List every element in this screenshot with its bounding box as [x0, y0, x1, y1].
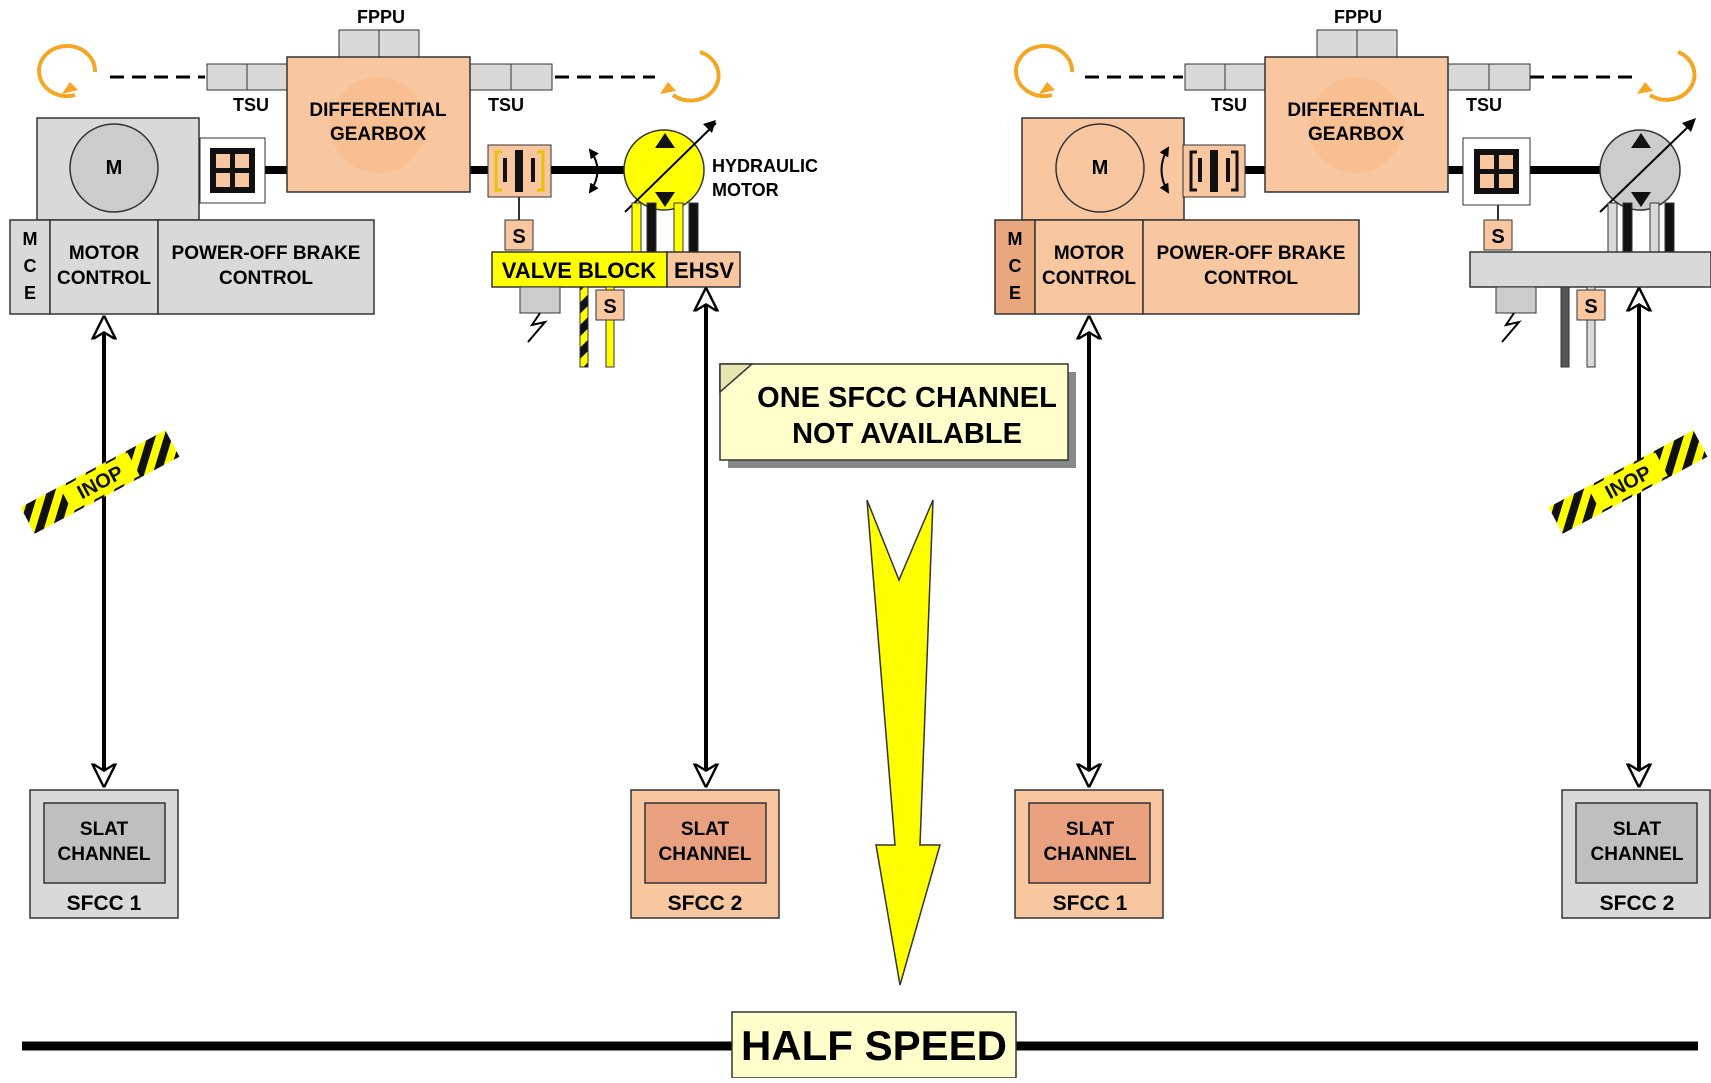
mce-m: M [1008, 229, 1023, 249]
solenoid-icon [595, 289, 625, 321]
mce-c: C [24, 256, 37, 276]
slat-channel-label-1: SLAT [80, 819, 129, 840]
sfcc-channel-note: ONE SFCC CHANNEL NOT AVAILABLE [719, 363, 1076, 468]
motor-control-box [1034, 219, 1144, 315]
gearbox-label-2: GEARBOX [330, 124, 426, 145]
tsu-label: TSU [233, 95, 269, 115]
ehsv-label: EHSV [674, 258, 734, 283]
slat-channel-label-1: SLAT [1613, 819, 1662, 840]
half-speed-label: HALF SPEED [741, 1022, 1007, 1069]
spring-icon [519, 286, 561, 314]
slat-channel-label-1: SLAT [681, 819, 730, 840]
note-line-1: ONE SFCC CHANNEL [757, 382, 1057, 414]
sfcc2-box-left: SLAT CHANNEL SFCC 2 [630, 789, 780, 919]
note-line-2: NOT AVAILABLE [792, 418, 1022, 450]
valve-block-label: VALVE BLOCK [502, 258, 657, 283]
left-pcu: FPPU TSU TSU DIFFERENTIAL GEARBOX M [9, 7, 818, 919]
solenoid-label: S [512, 226, 525, 248]
mce-e: E [24, 283, 36, 303]
slat-channel-label-2: CHANNEL [1044, 844, 1137, 865]
right-rotation-arrow-icon [660, 50, 721, 103]
solenoid-label: S [1584, 296, 1597, 318]
tsu-label: TSU [488, 95, 524, 115]
lightning-arrow-icon [866, 499, 941, 986]
right-pcu: FPPU TSU TSU DIFFERENTIAL GEARBOX M [994, 7, 1711, 919]
slat-channel-label-2: CHANNEL [659, 844, 752, 865]
sfcc1-box-right: SLAT CHANNEL SFCC 1 [1014, 789, 1164, 919]
brake-control-box [1142, 219, 1360, 315]
fppu-label: FPPU [1334, 7, 1382, 27]
sfcc2-label: SFCC 2 [668, 892, 743, 915]
brake-control-label-2: CONTROL [219, 268, 313, 289]
left-rotation-arrow-icon [1014, 44, 1075, 99]
brake-control-label-1: POWER-OFF BRAKE [172, 243, 361, 264]
motor-control-label-1: MOTOR [69, 243, 140, 264]
right-rotation-arrow-icon [1637, 50, 1697, 102]
slat-channel-label-2: CHANNEL [1591, 844, 1684, 865]
gear-icon [1308, 77, 1404, 173]
gearbox-label-1: DIFFERENTIAL [309, 100, 447, 121]
sfcc1-label: SFCC 1 [67, 892, 142, 915]
solenoid-label: S [1491, 226, 1504, 248]
gearbox-label-2: GEARBOX [1308, 124, 1404, 145]
sfcc2-box-right: SLAT CHANNEL SFCC 2 [1561, 789, 1711, 919]
tsu-label: TSU [1211, 95, 1247, 115]
motor-icon [1055, 123, 1145, 213]
sfcc2-label: SFCC 2 [1600, 892, 1675, 915]
slat-channel-label-1: SLAT [1066, 819, 1115, 840]
solenoid-label: S [603, 296, 616, 318]
motor-control-label-2: CONTROL [57, 268, 151, 289]
brake-control-label-1: POWER-OFF BRAKE [1157, 243, 1346, 264]
mce-e: E [1009, 283, 1021, 303]
valve-block [1469, 251, 1711, 288]
sfcc1-label: SFCC 1 [1053, 892, 1128, 915]
motor-control-label-1: MOTOR [1054, 243, 1125, 264]
hydraulic-motor-icon [623, 129, 705, 211]
left-rotation-arrow-icon [37, 44, 98, 99]
gear-icon [330, 77, 426, 173]
motor-label: M [1092, 157, 1109, 179]
mce-c: C [1009, 256, 1022, 276]
ehsv [666, 251, 741, 288]
mce-box [994, 219, 1036, 315]
mce-m: M [23, 229, 38, 249]
motor-label: M [106, 157, 123, 179]
inop-tape: INOP [20, 430, 180, 534]
fppu-label: FPPU [357, 7, 405, 27]
motor-icon [69, 123, 159, 213]
half-speed-box [731, 1011, 1017, 1079]
brake-control-label-2: CONTROL [1204, 268, 1298, 289]
sfcc1-box-left: SLAT CHANNEL SFCC 1 [29, 789, 179, 919]
motor-control-box [49, 219, 159, 315]
spring-icon [1495, 286, 1537, 314]
hydraulic-motor-label-1: HYDRAULIC [712, 156, 818, 176]
slat-channel-label-2: CHANNEL [58, 844, 151, 865]
inop-tape: INOP [1548, 430, 1708, 534]
solenoid-icon [504, 219, 534, 251]
gearbox-label-1: DIFFERENTIAL [1287, 100, 1425, 121]
hydraulic-motor-icon [1599, 129, 1681, 211]
solenoid-icon [1576, 289, 1606, 321]
tsu-label: TSU [1466, 95, 1502, 115]
hydraulic-motor-label-2: MOTOR [712, 180, 779, 200]
mce-box [9, 219, 51, 315]
brake-control-box [157, 219, 375, 315]
solenoid-icon [1483, 219, 1513, 251]
motor-control-label-2: CONTROL [1042, 268, 1136, 289]
